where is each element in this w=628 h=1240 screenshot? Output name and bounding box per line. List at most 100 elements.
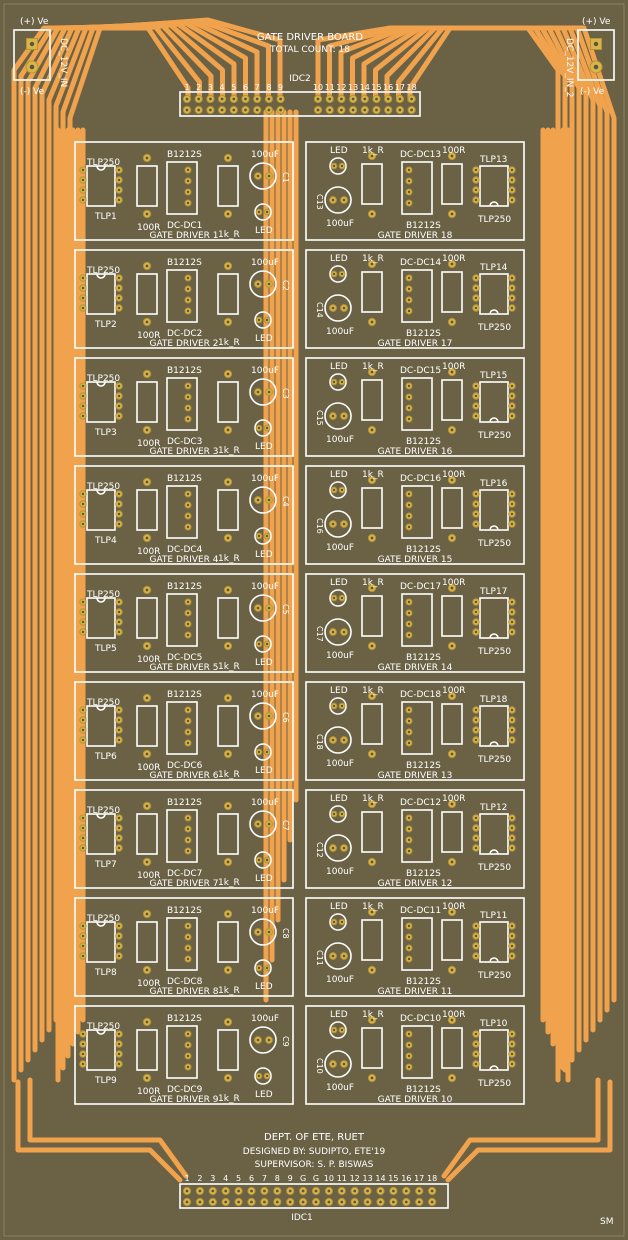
pad-hole — [81, 924, 85, 928]
idc2-pin-number: 8 — [266, 83, 271, 92]
pad-hole — [474, 276, 478, 280]
led-resistor-outline — [217, 273, 239, 315]
pad-hole — [81, 492, 85, 496]
pad-hole — [145, 696, 149, 700]
pad-hole — [340, 164, 344, 168]
pad-hole — [474, 1042, 478, 1046]
converter-designator: DC-DC14 — [400, 258, 441, 268]
pad-hole — [186, 1054, 190, 1058]
idc1-pin-number: 8 — [275, 1174, 280, 1183]
pad-hole — [117, 630, 121, 634]
pad-hole — [226, 588, 230, 592]
pad-hole — [267, 930, 271, 934]
pad-hole — [275, 1200, 279, 1204]
led-label: LED — [330, 902, 348, 912]
pad-hole — [392, 1200, 395, 1204]
pad-hole — [353, 1200, 357, 1204]
capacitor-designator: C4 — [281, 496, 290, 507]
pad-hole — [510, 502, 514, 506]
capacitor-outline — [249, 1026, 277, 1054]
opto-notch — [96, 165, 106, 171]
pad-hole — [186, 622, 190, 626]
idc1-pin-number: 9 — [288, 1174, 293, 1183]
pad-hole — [331, 738, 335, 742]
pad-hole — [145, 212, 149, 216]
pad-hole — [353, 1189, 357, 1193]
pad-hole — [407, 611, 411, 615]
driver-module-outline — [74, 789, 294, 889]
opto-designator: TLP10 — [479, 1019, 508, 1029]
pad-hole — [407, 1043, 411, 1047]
pad-hole — [145, 320, 149, 324]
pad-hole — [81, 188, 85, 192]
pad-hole — [117, 708, 121, 712]
pad-hole — [474, 178, 478, 182]
pad-hole — [81, 414, 85, 418]
idc1-pin-number: 3 — [210, 1174, 215, 1183]
led-label: LED — [255, 550, 273, 560]
pad-hole — [510, 954, 514, 958]
pad-hole — [510, 826, 514, 830]
converter-outline — [401, 593, 433, 647]
opto-designator: TLP7 — [94, 860, 117, 870]
pad-hole — [117, 404, 121, 408]
idc2-pin-number: 15 — [371, 83, 381, 92]
pad-hole — [186, 633, 190, 637]
pad-hole — [186, 298, 190, 302]
pad-hole — [81, 954, 85, 958]
pad-hole — [510, 512, 514, 516]
gate-resistor-label: 100R — [137, 547, 160, 557]
led-resistor-outline — [361, 379, 383, 421]
led-label: LED — [330, 686, 348, 696]
pad-hole — [510, 306, 514, 310]
pad-hole — [186, 708, 190, 712]
pad-hole — [81, 306, 85, 310]
converter-label: B1212S — [406, 1085, 441, 1095]
pad-hole — [510, 414, 514, 418]
pad-hole — [474, 394, 478, 398]
pad-hole — [256, 282, 260, 286]
pad-hole — [186, 514, 190, 518]
capacitor-designator: C11 — [315, 950, 324, 966]
idc1-pin-number: 18 — [427, 1174, 437, 1183]
power-right-pos-label: (+) Ve — [582, 17, 611, 27]
pad-hole — [407, 600, 411, 604]
pad-hole — [370, 968, 374, 972]
converter-outline — [166, 161, 198, 215]
capacitor-label: 100uF — [326, 1083, 354, 1093]
pad-hole — [186, 525, 190, 529]
gate-resistor-label: 100R — [442, 470, 465, 480]
opto-notch — [489, 417, 499, 423]
opto-notch — [489, 309, 499, 315]
pad-hole — [331, 522, 335, 526]
pad-hole — [342, 846, 346, 850]
pad-hole — [81, 610, 85, 614]
pad-hole — [407, 503, 411, 507]
pad-hole — [340, 1200, 344, 1204]
pad-hole — [342, 1062, 346, 1066]
gate-resistor-outline — [136, 273, 158, 315]
pad-hole — [410, 97, 413, 101]
pad-hole — [226, 968, 230, 972]
pad-hole — [209, 108, 212, 112]
gate-resistor-outline — [441, 595, 463, 637]
pad-hole — [301, 1200, 305, 1204]
pad-hole — [279, 108, 282, 112]
pad-hole — [340, 97, 343, 101]
pad-hole — [366, 1189, 369, 1193]
driver-module-outline — [74, 249, 294, 349]
converter-designator: DC-DC16 — [400, 474, 441, 484]
pad-hole — [370, 694, 374, 698]
pad-hole — [250, 1200, 253, 1204]
pad-hole — [450, 910, 454, 914]
pad-hole — [407, 309, 411, 313]
pad-hole — [145, 264, 149, 268]
pad-hole — [237, 1189, 240, 1193]
gate-resistor-outline — [441, 703, 463, 745]
converter-designator: DC-DC4 — [167, 545, 203, 555]
idc2-pin-number: 16 — [383, 83, 393, 92]
capacitor-outline — [324, 294, 352, 322]
capacitor-designator: C18 — [315, 734, 324, 750]
pad-hole — [186, 924, 190, 928]
pad-hole — [226, 1020, 230, 1024]
